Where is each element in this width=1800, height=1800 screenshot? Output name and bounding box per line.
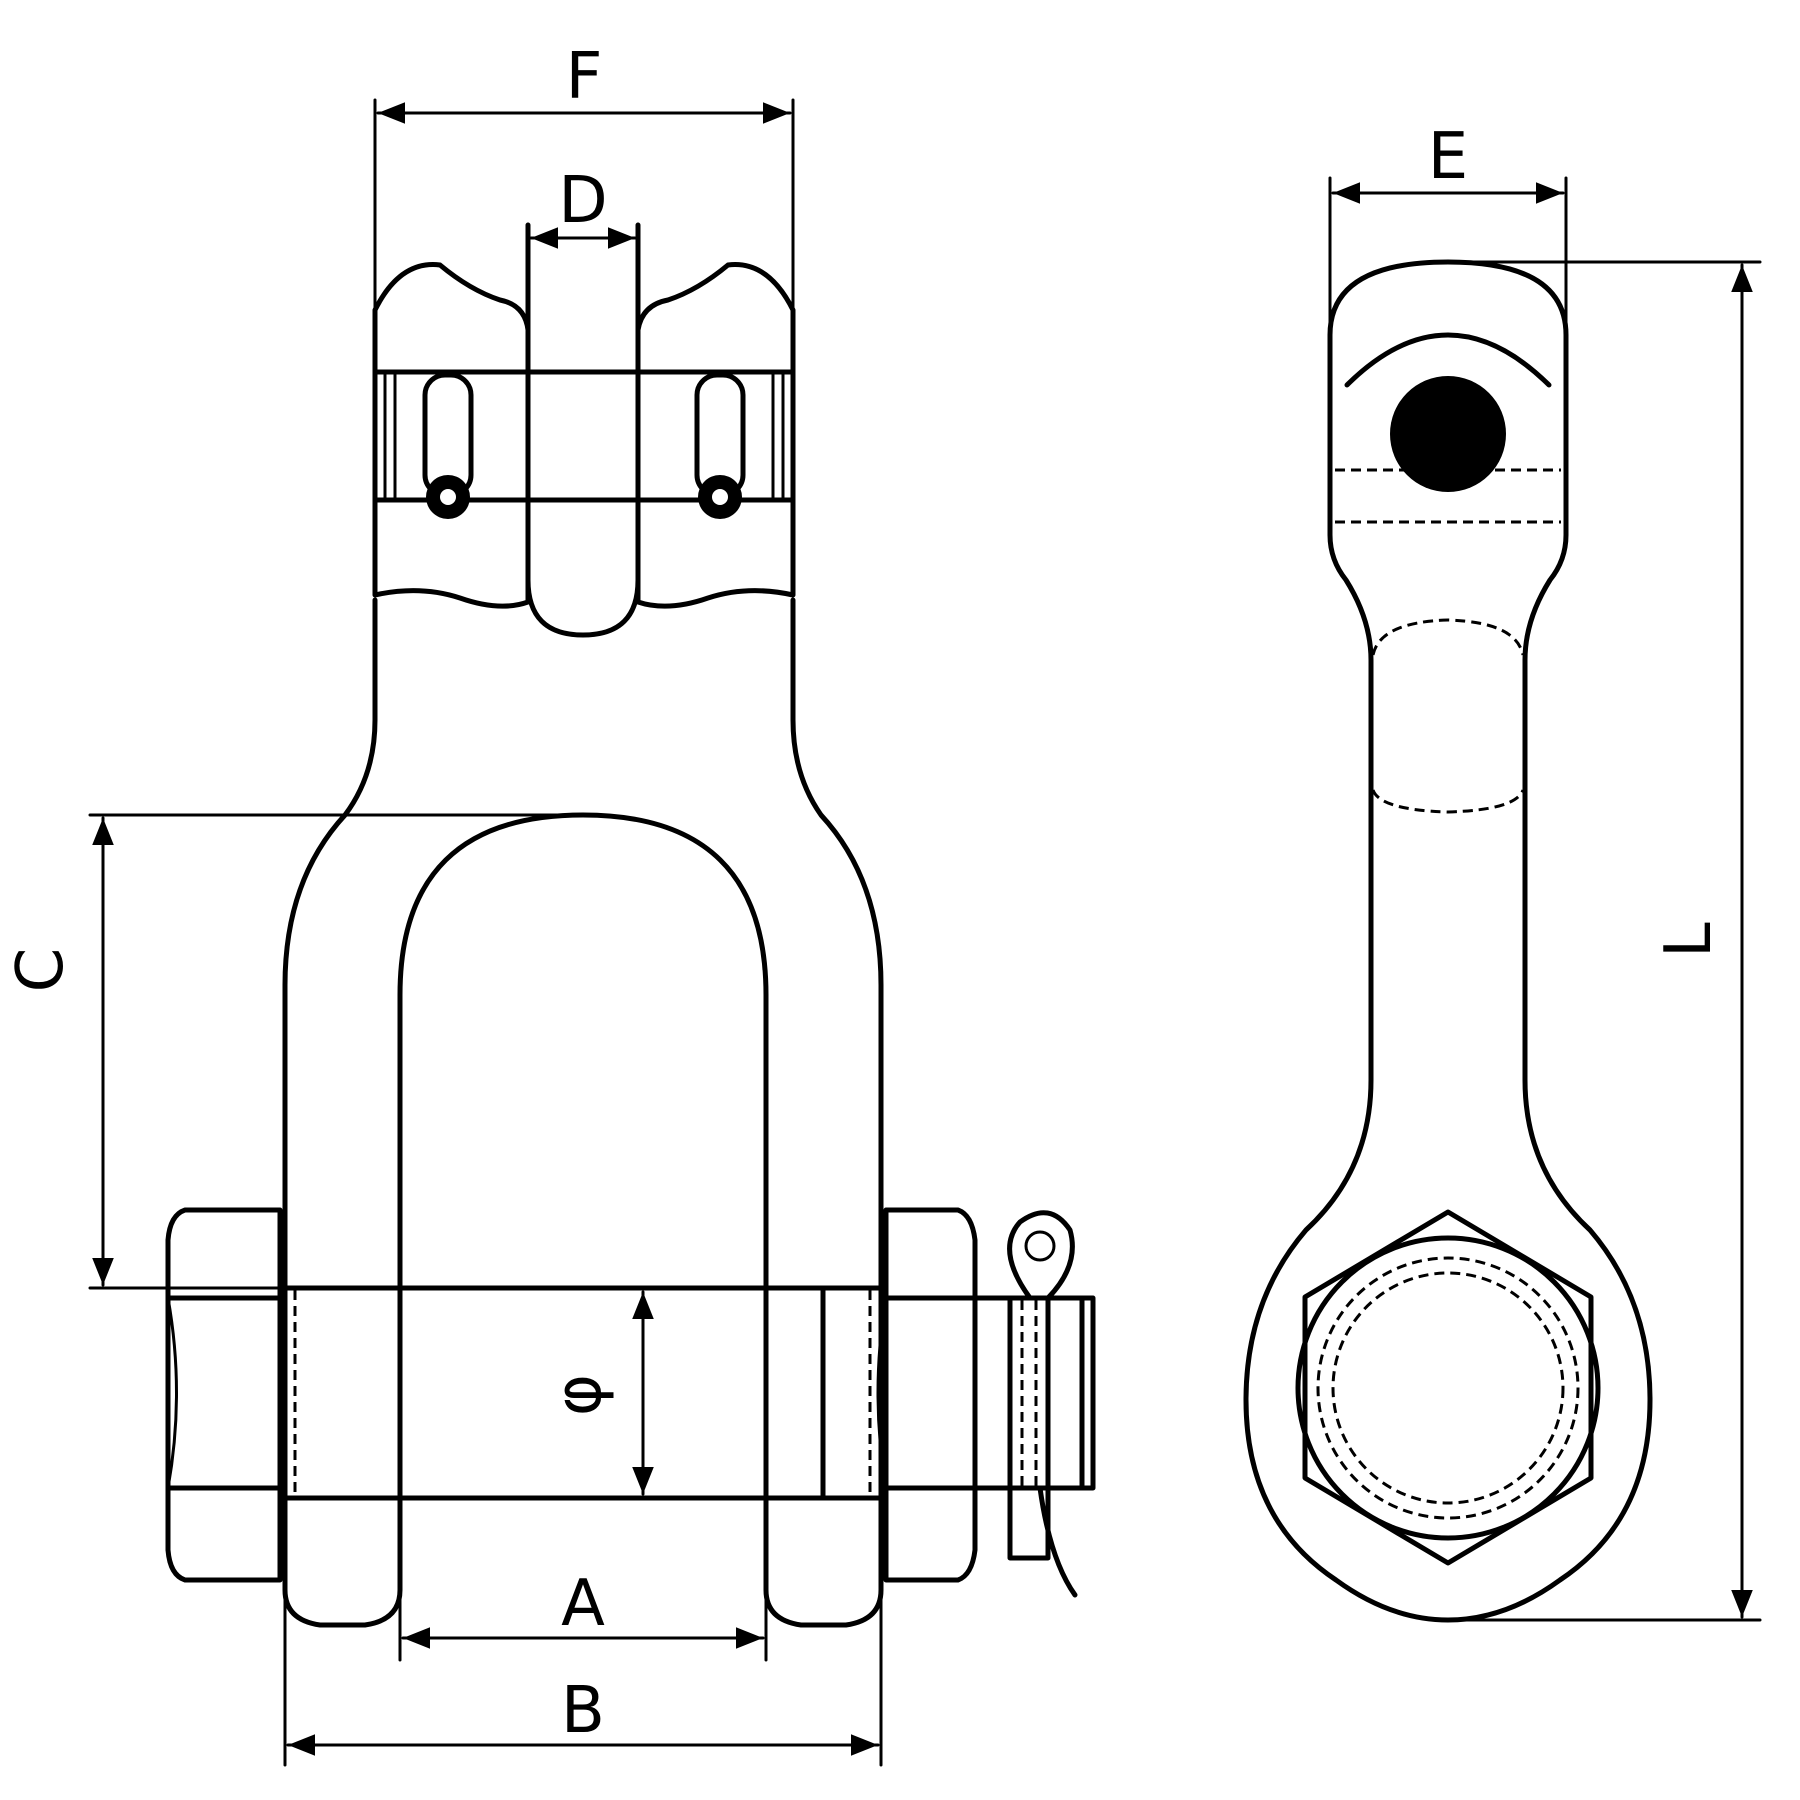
front-view: F D C φ A — [4, 40, 1096, 1767]
dimension-d: D — [526, 164, 640, 252]
shackle-body — [282, 597, 884, 1628]
dimension-e: E — [1328, 120, 1568, 332]
side-view-body — [1243, 259, 1653, 1623]
side-view-pin-end — [1390, 376, 1506, 492]
dimension-l: L — [1448, 260, 1762, 1622]
bolt-head-hex — [165, 1207, 283, 1583]
dimension-b: B — [283, 1598, 883, 1767]
dimension-phi: φ — [542, 1290, 654, 1496]
dimension-label-e: E — [1428, 120, 1468, 194]
dimension-label-d: D — [558, 164, 607, 238]
side-view: E L — [1243, 120, 1762, 1623]
bolt-shaft — [282, 1285, 884, 1501]
center-pin — [525, 222, 641, 638]
side-view-nut-hex — [1295, 1209, 1601, 1566]
dimension-label-phi: φ — [542, 1374, 616, 1416]
dimension-a: A — [398, 1567, 768, 1662]
section-bolt-passage — [372, 369, 796, 519]
dimension-c: C — [4, 813, 582, 1290]
dimension-label-c: C — [4, 948, 78, 993]
dimension-label-f: F — [566, 40, 603, 114]
nut-hex — [876, 1207, 978, 1583]
dimension-label-b: B — [561, 1674, 605, 1748]
cotter-pin — [972, 1210, 1096, 1598]
dimension-f: F — [373, 40, 795, 372]
dimension-label-l: L — [1652, 922, 1726, 958]
dimension-label-a: A — [561, 1567, 605, 1641]
top-section-hatching — [372, 262, 796, 609]
